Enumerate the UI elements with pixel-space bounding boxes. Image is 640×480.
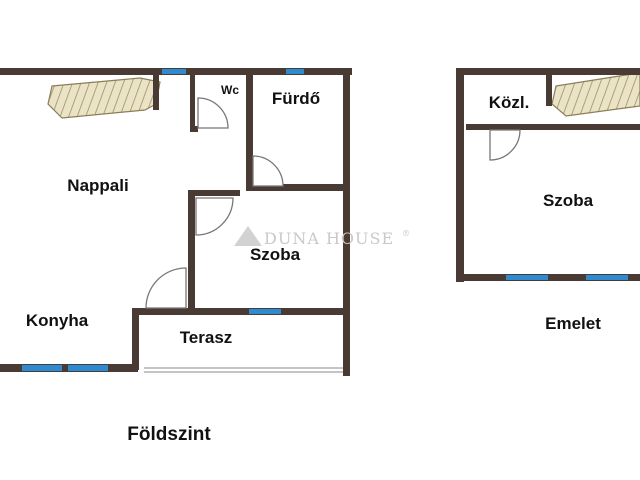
room-label-terrace: Terasz [180,328,233,347]
ground-floor-windows [22,69,304,371]
watermark: DUNA HOUSE ® [234,226,411,248]
duna-house-logo-icon [234,226,262,246]
staircase-upper [551,73,640,117]
upper-floor-plan: Közl. Szoba Emelet [456,68,640,333]
watermark-mark: ® [402,229,411,238]
room-label-wc: Wc [221,83,239,97]
door-bathroom [252,155,284,187]
door-terrace [145,267,187,309]
room-label-upper-room: Szoba [543,191,594,210]
door-room [195,197,234,236]
watermark-brand: DUNA HOUSE [264,229,394,248]
door-upper-room [489,129,521,161]
staircase-ground [47,77,161,119]
door-wc [197,97,229,129]
ground-floor-plan: Nappali Wc Fürdő Szoba Konyha Terasz Föl… [0,68,352,445]
room-label-bathroom: Fürdő [272,89,320,108]
room-label-hall: Közl. [489,93,530,112]
room-label-room: Szoba [250,245,301,264]
upper-floor-doors [489,129,521,161]
upper-floor-windows [506,275,628,280]
room-label-kitchen: Konyha [26,311,89,330]
floor-label-ground: Földszint [127,424,211,445]
room-label-living: Nappali [67,176,128,195]
floor-label-upper: Emelet [545,314,601,333]
terrace-railing [144,367,343,373]
ground-floor-doors [145,97,284,309]
